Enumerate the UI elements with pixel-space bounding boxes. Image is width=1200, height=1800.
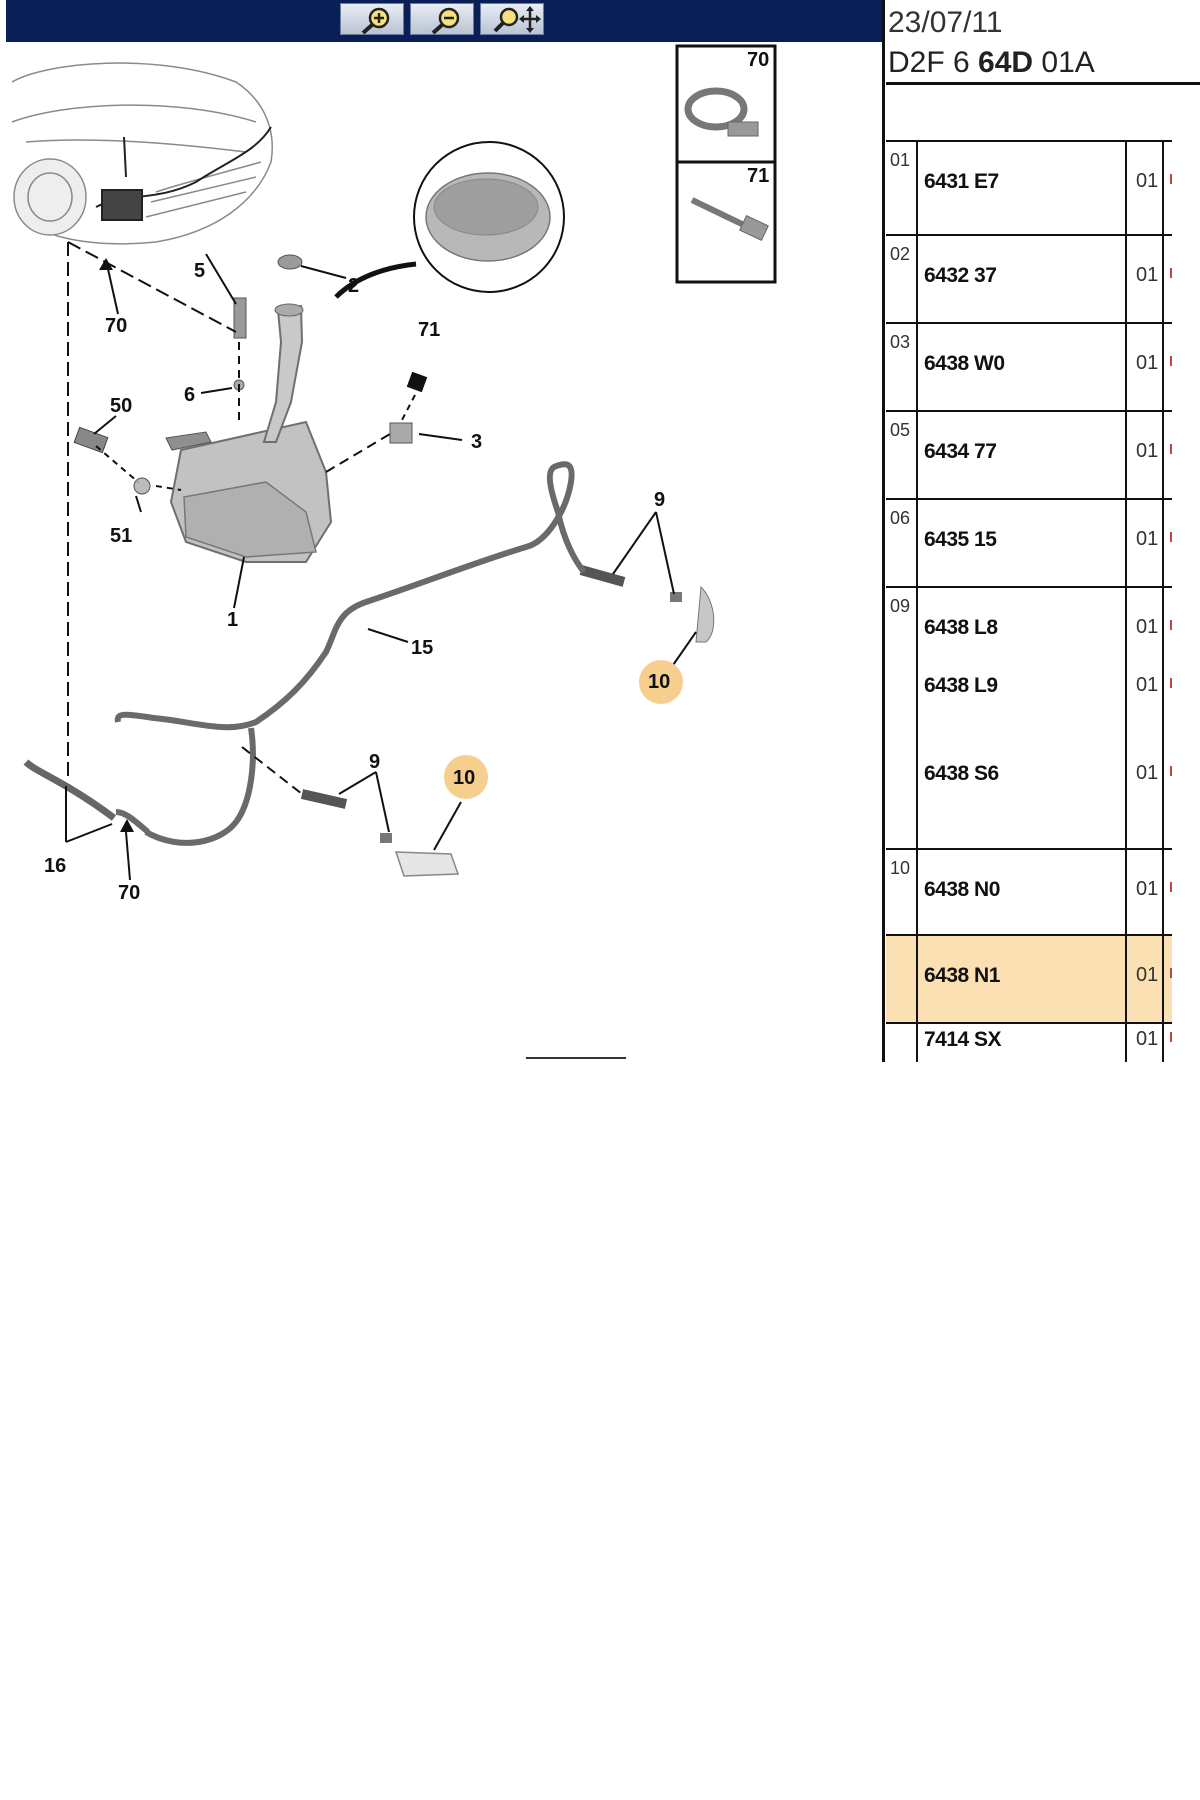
zoom-pan-icon — [493, 6, 541, 33]
parts-list-panel: 23/07/11 D2F 6 64D 01A 01 6431 E7 01 02 6432… — [882, 0, 1200, 1062]
doc-ref-suffix: 01A — [1033, 46, 1095, 79]
truncated-column-mark — [1170, 882, 1176, 892]
callout-5: 5 — [194, 260, 205, 282]
callout-2: 2 — [348, 275, 359, 297]
truncated-column-mark — [1170, 532, 1176, 542]
truncated-column-mark — [1170, 678, 1176, 688]
part-quantity: 01 — [1136, 964, 1159, 986]
callout-51: 51 — [110, 525, 132, 547]
callout-10-bottom: 10 — [453, 767, 475, 789]
part-quantity: 01 — [1136, 352, 1159, 374]
truncated-column-mark — [1170, 620, 1176, 630]
part-number[interactable]: 6438 S6 — [924, 762, 999, 785]
part-quantity: 01 — [1136, 1028, 1159, 1050]
small-components — [23, 254, 715, 877]
part-quantity: 01 — [1136, 528, 1159, 550]
zoom-out-icon — [431, 7, 460, 34]
doc-ref-prefix: D2F 6 — [888, 46, 979, 79]
washer-reservoir — [165, 303, 333, 563]
callout-70-inset: 70 — [747, 49, 769, 71]
part-number[interactable]: 6438 N0 — [924, 878, 1000, 901]
zoom-out-button[interactable] — [410, 3, 474, 35]
parts-row[interactable]: 05 6434 77 01 — [886, 410, 1200, 498]
part-number[interactable]: 6431 E7 — [924, 170, 999, 193]
part-number[interactable]: 6432 37 — [924, 264, 997, 287]
part-quantity: 01 — [1136, 762, 1159, 784]
callout-15: 15 — [411, 637, 433, 659]
part-number[interactable]: 6434 77 — [924, 440, 997, 463]
document-date: 23/07/11 — [888, 6, 1003, 39]
table-col-divider — [1125, 140, 1127, 1062]
zoom-in-icon — [361, 7, 390, 34]
panel-divider — [882, 0, 885, 1062]
car-wiring-sketch — [95, 126, 272, 221]
row-ref-number: 09 — [890, 596, 911, 616]
truncated-column-mark — [1170, 766, 1176, 776]
truncated-column-mark — [1170, 1032, 1176, 1042]
part-quantity: 01 — [1136, 674, 1159, 696]
part-quantity: 01 — [1136, 878, 1159, 900]
callout-labels: 70 71 70 5 2 71 6 50 3 51 9 1 15 10 9 10… — [44, 49, 769, 904]
truncated-column-mark — [1170, 444, 1176, 454]
row-ref-number: 03 — [890, 332, 911, 352]
callout-1: 1 — [227, 609, 238, 631]
callout-50: 50 — [110, 395, 132, 417]
zoom-pan-button[interactable] — [480, 3, 544, 35]
part-number[interactable]: 6438 L8 — [924, 616, 998, 639]
truncated-column-mark — [1170, 356, 1176, 366]
car-front-sketch — [11, 62, 273, 245]
callout-71-inset: 71 — [747, 165, 769, 187]
parts-row[interactable]: 7414 SX 01 — [886, 1022, 1200, 1062]
row-ref-number: 06 — [890, 508, 911, 528]
callout-3: 3 — [471, 431, 482, 453]
inset-parts-box — [675, 44, 777, 284]
reference-underline — [886, 82, 1200, 85]
table-col-divider — [1162, 140, 1164, 1062]
callout-9-right: 9 — [654, 489, 665, 511]
highlighted-callouts — [444, 660, 683, 799]
part-number[interactable]: 6435 15 — [924, 528, 997, 551]
parts-row[interactable]: 01 6431 E7 01 — [886, 140, 1200, 234]
part-number[interactable]: 6438 W0 — [924, 352, 1005, 375]
part-quantity: 01 — [1136, 264, 1159, 286]
part-quantity: 01 — [1136, 170, 1159, 192]
callout-71: 71 — [418, 319, 440, 341]
callout-16: 16 — [44, 855, 66, 877]
parts-row[interactable]: 6438 N1 01 — [886, 934, 1200, 1022]
part-quantity: 01 — [1136, 616, 1159, 638]
table-col-divider — [916, 140, 918, 1062]
callout-10-right: 10 — [648, 671, 670, 693]
part-quantity: 01 — [1136, 440, 1159, 462]
cap-detail-circle — [334, 141, 565, 299]
callout-70-top: 70 — [105, 315, 127, 337]
row-ref-number: 10 — [890, 858, 911, 878]
document-reference: D2F 6 64D 01A — [888, 46, 1095, 80]
diagram-toolbar — [6, 0, 882, 42]
part-number[interactable]: 6438 N1 — [924, 964, 1000, 987]
parts-row[interactable]: 09 6438 L8 01 6438 L9 01 6438 S6 01 — [886, 586, 1200, 848]
exploded-parts-diagram: 70 71 70 5 2 71 6 50 3 51 9 1 15 10 9 10… — [11, 44, 777, 1059]
part-number[interactable]: 7414 SX — [924, 1028, 1002, 1051]
row-ref-number: 01 — [890, 150, 911, 170]
truncated-column-mark — [1170, 174, 1176, 184]
washer-hoses — [114, 461, 587, 846]
row-ref-number: 05 — [890, 420, 911, 440]
parts-row[interactable]: 06 6435 15 01 — [886, 498, 1200, 586]
callout-6: 6 — [184, 384, 195, 406]
truncated-column-mark — [1170, 968, 1176, 978]
table-overflow-column — [1172, 140, 1200, 1062]
parts-row[interactable]: 10 6438 N0 01 — [886, 848, 1200, 934]
doc-ref-bold: 64D — [978, 46, 1034, 79]
parts-row[interactable]: 02 6432 37 01 — [886, 234, 1200, 322]
parts-row[interactable]: 03 6438 W0 01 — [886, 322, 1200, 410]
callout-70-bottom: 70 — [118, 882, 140, 904]
leader-lines — [65, 241, 697, 881]
callout-9-bottom: 9 — [369, 751, 380, 773]
truncated-column-mark — [1170, 268, 1176, 278]
zoom-in-button[interactable] — [340, 3, 404, 35]
part-number[interactable]: 6438 L9 — [924, 674, 998, 697]
row-ref-number: 02 — [890, 244, 911, 264]
